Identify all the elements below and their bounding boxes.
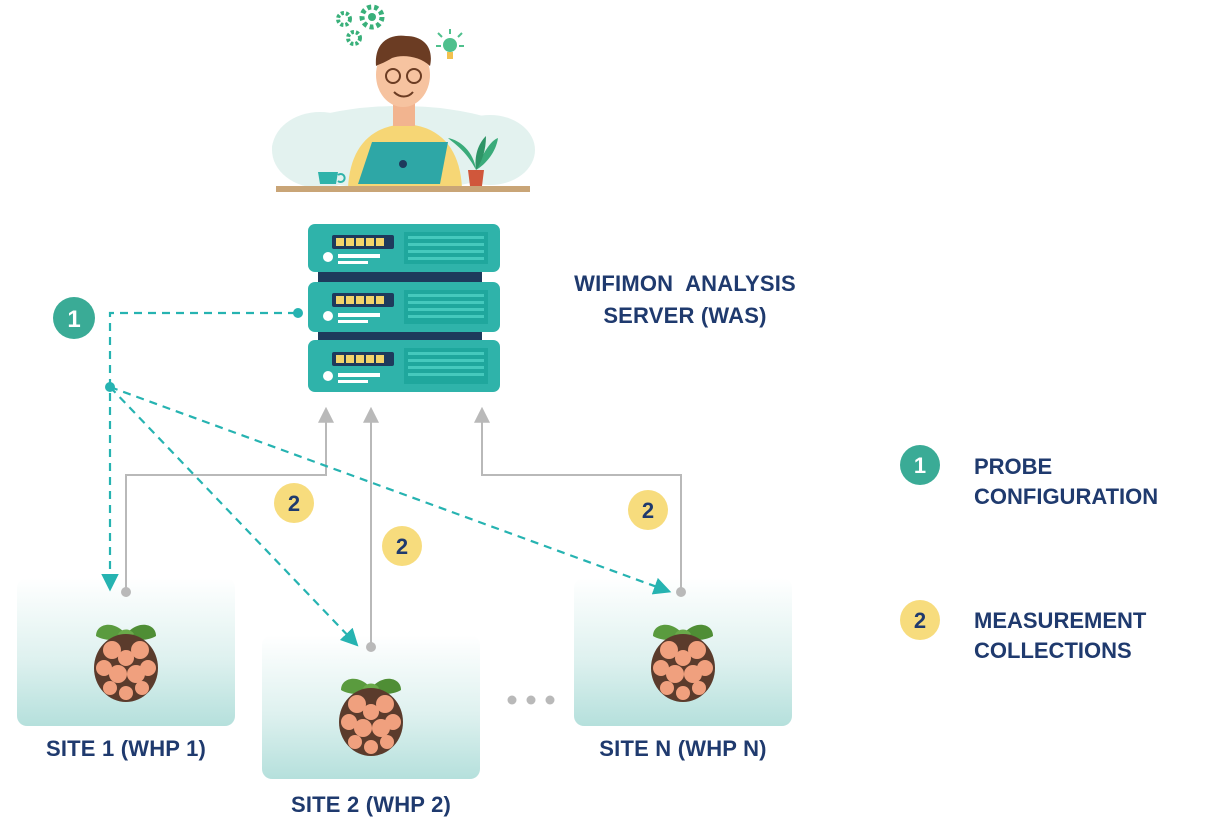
site-1-label: SITE 1 (WHP 1) (45, 736, 207, 761)
raspberry-pi-icon (94, 624, 158, 702)
legend-collection-number: 2 (914, 608, 926, 633)
raspberry-pi-icon (339, 678, 403, 756)
probe-badge-number: 1 (67, 306, 80, 333)
collection-badge-number: 2 (642, 498, 654, 523)
site-2-node (366, 642, 376, 652)
probe-configuration-lines (101, 311, 672, 647)
legend-probe-text: PROBE CONFIGURATION (974, 452, 1158, 512)
legend-probe-line1: PROBE (974, 454, 1053, 479)
server-probe-node (293, 308, 303, 318)
server-label-line2: SERVER (WAS) (603, 303, 767, 328)
legend-collection-badge: 2 (900, 600, 940, 640)
collection-badge-number: 2 (396, 534, 408, 559)
collection-badge: 2 (274, 483, 314, 523)
lightbulb-icon (436, 29, 464, 59)
server-rack-icon (308, 224, 500, 392)
legend-probe-badge: 1 (900, 445, 940, 485)
legend-collection-line1: MEASUREMENT (974, 608, 1147, 633)
site-n-node (676, 587, 686, 597)
probe-split-node (105, 382, 115, 392)
server-label-line1: WIFIMON ANALYSIS (574, 271, 796, 296)
collection-badge: 2 (382, 526, 422, 566)
gear-icon (336, 4, 385, 46)
person-at-laptop-icon (272, 35, 535, 192)
legend-probe-number: 1 (914, 453, 926, 478)
ellipsis-icon (507, 695, 555, 705)
probe-badge: 1 (53, 297, 95, 339)
legend-probe-line2: CONFIGURATION (974, 484, 1159, 509)
raspberry-pi-icon (651, 624, 715, 702)
server-label: WIFIMON ANALYSIS SERVER (WAS) (520, 268, 850, 332)
collection-badge: 2 (628, 490, 668, 530)
collection-badge-number: 2 (288, 491, 300, 516)
legend-collection-text: MEASUREMENT COLLECTIONS (974, 606, 1146, 666)
site-n-label: SITE N (WHP N) (599, 736, 767, 761)
site-1-node (121, 587, 131, 597)
site-2-label: SITE 2 (WHP 2) (290, 792, 452, 817)
legend-collection-line2: COLLECTIONS (974, 638, 1132, 663)
measurement-collection-lines (125, 406, 682, 647)
